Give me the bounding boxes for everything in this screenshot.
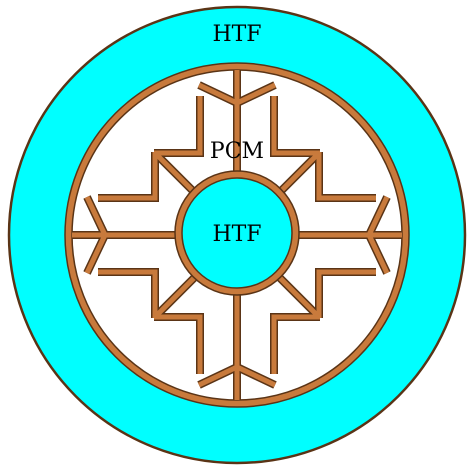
inner-htf-core — [181, 177, 293, 289]
pcm-label: PCM — [210, 139, 264, 164]
fin-group — [72, 70, 402, 400]
outer-htf-label: HTF — [212, 22, 261, 47]
inner-htf-label: HTF — [212, 222, 261, 247]
